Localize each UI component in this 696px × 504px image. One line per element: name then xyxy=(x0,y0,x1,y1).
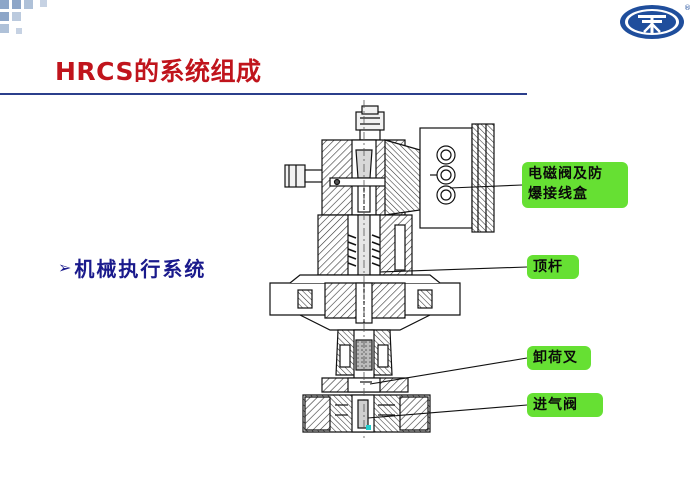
callout-inlet-valve: 进气阀 xyxy=(527,393,603,417)
arrow-bullet-icon: ➢ xyxy=(58,258,72,277)
callout-push-rod: 顶杆 xyxy=(527,255,579,279)
callout-unloader-fork: 卸荷叉 xyxy=(527,346,591,370)
callout-solenoid-line1: 电磁阀及防 xyxy=(528,166,603,182)
company-logo: ® xyxy=(620,4,690,39)
callout-push-rod-label: 顶杆 xyxy=(533,259,563,275)
registered-mark: ® xyxy=(684,4,690,12)
callout-solenoid-line2: 爆接线盒 xyxy=(528,186,588,202)
bullet-item: ➢ 机械执行系统 xyxy=(58,253,206,282)
callout-unloader-fork-label: 卸荷叉 xyxy=(533,350,578,366)
bullet-text: 机械执行系统 xyxy=(74,257,207,281)
title-underline xyxy=(0,93,527,95)
slide-title: HRCS的系统组成 xyxy=(55,57,262,86)
callout-solenoid-junction-box: 电磁阀及防 爆接线盒 xyxy=(522,162,628,208)
callout-inlet-valve-label: 进气阀 xyxy=(533,397,578,413)
corner-decoration xyxy=(0,0,60,40)
